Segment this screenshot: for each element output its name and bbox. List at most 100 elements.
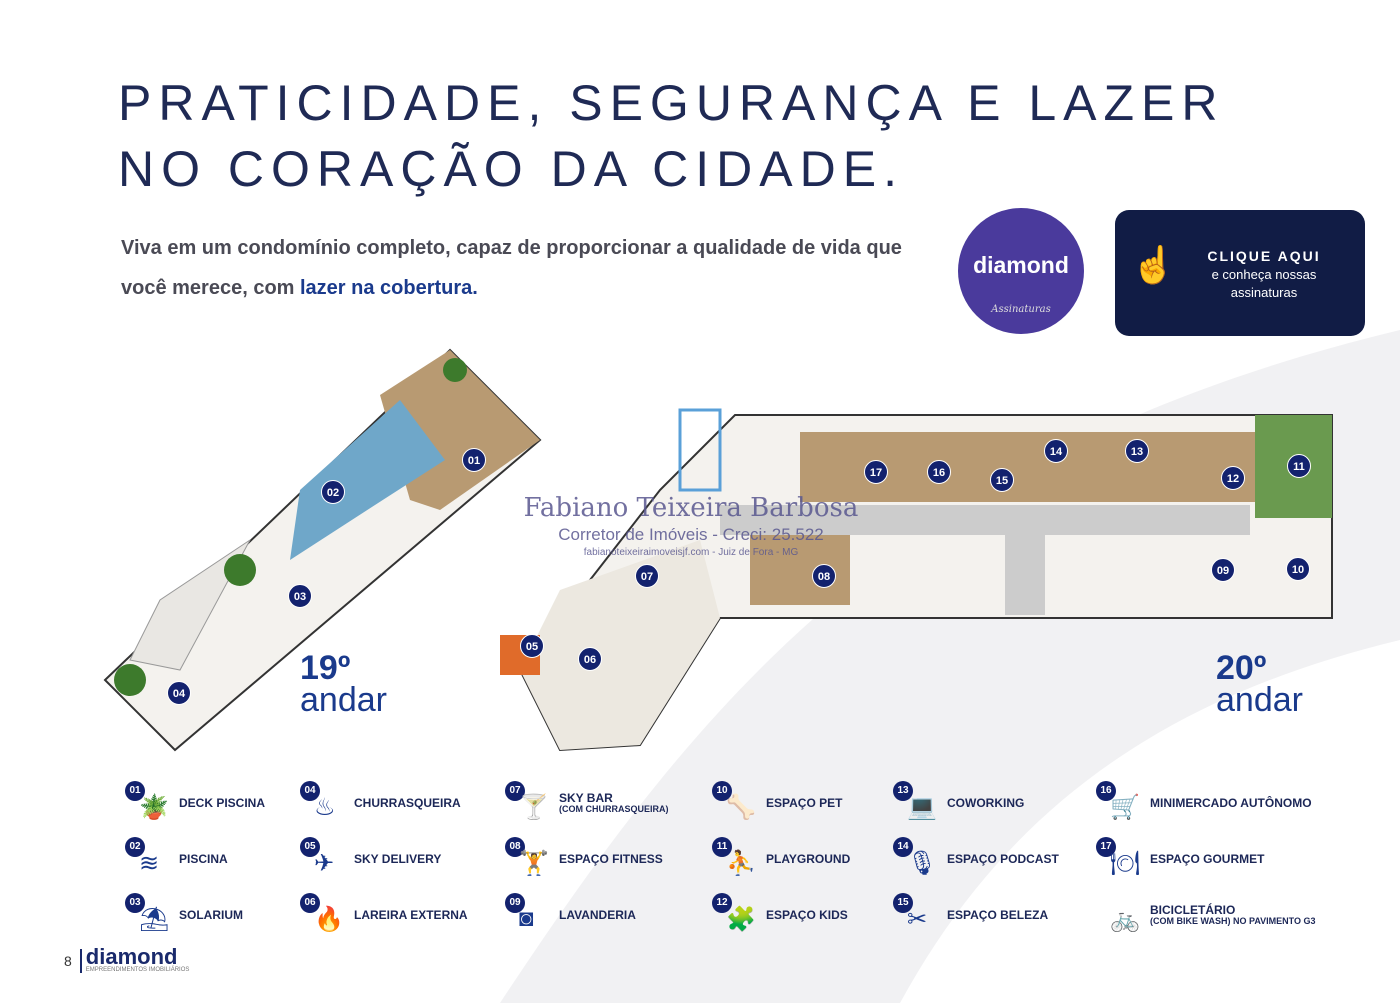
drone-icon: ✈: [314, 850, 335, 877]
legend-label: PISCINA: [179, 852, 228, 866]
legend-item: 09◙ LAVANDERIA: [505, 892, 636, 938]
legend-item: 04♨ CHURRASQUEIRA: [300, 780, 461, 826]
watermark-name: Fabiano Teixeira Barbosa: [523, 493, 859, 523]
legend-label: BICICLETÁRIO: [1150, 903, 1236, 917]
legend-icon-wrap: 15✂: [893, 893, 939, 937]
floor-word: andar: [300, 681, 387, 719]
legend-number: 05: [300, 837, 320, 857]
legend-item: 16🛒MINIMERCADO AUTÔNOMO: [1096, 780, 1312, 826]
click-here-button[interactable]: ☝ CLIQUE AQUI e conheça nossas assinatur…: [1115, 210, 1365, 336]
floor-plans: 01 02 03 04 05 06 07 08 09 10 11 12 13 1…: [0, 340, 1400, 760]
legend-text: ESPAÇO KIDS: [766, 909, 848, 921]
legend-text: LAREIRA EXTERNA: [354, 909, 468, 921]
legend-label: DECK PISCINA: [179, 796, 266, 810]
dumbbell-icon: 🏋: [519, 850, 549, 877]
legend-item: 11⛹ PLAYGROUND: [712, 836, 850, 882]
plan-badge-06: 06: [578, 647, 602, 671]
legend-label: ESPAÇO GOURMET: [1150, 852, 1265, 866]
pool-ladder-icon: ≋: [139, 850, 160, 877]
legend-number: 15: [893, 893, 913, 913]
legend-icon-wrap: 01🪴: [125, 781, 171, 825]
plant-icon: 🪴: [139, 794, 169, 821]
intro-text: Viva em um condomínio completo, capaz de…: [121, 228, 921, 308]
legend-icon-wrap: 16🛒: [1096, 781, 1142, 825]
legend-sublabel: (COM BIKE WASH) NO PAVIMENTO G3: [1150, 916, 1316, 926]
legend-icon-wrap: 11⛹: [712, 837, 758, 881]
legend-icon-wrap: 13💻: [893, 781, 939, 825]
legend-number: 03: [125, 893, 145, 913]
plan-badge-05: 05: [520, 634, 544, 658]
diamond-assinaturas-logo[interactable]: diamond Assinaturas: [958, 208, 1084, 334]
legend-sublabel: (COM CHURRASQUEIRA): [559, 804, 669, 814]
legend-text: PISCINA: [179, 853, 228, 865]
footer-tagline: EMPREENDIMENTOS IMOBILIÁRIOS: [85, 967, 190, 973]
legend-text: SKY BAR(COM CHURRASQUEIRA): [559, 792, 669, 814]
legend-number: 06: [300, 893, 320, 913]
desk-icon: 💻: [907, 794, 937, 821]
legend-label: ESPAÇO FITNESS: [559, 852, 663, 866]
legend-number: 09: [505, 893, 525, 913]
plan-badge-17: 17: [864, 460, 888, 484]
hand-pointer-icon: ☝: [1131, 244, 1176, 285]
legend-text: PLAYGROUND: [766, 853, 850, 865]
legend-label: LAREIRA EXTERNA: [354, 908, 468, 922]
legend-icon-wrap: 14🎙: [893, 837, 939, 881]
legend-item: 03⛱ SOLARIUM: [125, 892, 243, 938]
legend-text: COWORKING: [947, 797, 1024, 809]
legend-item: 🚲BICICLETÁRIO(COM BIKE WASH) NO PAVIMENT…: [1096, 892, 1316, 938]
grill-icon: ♨: [314, 794, 336, 821]
cta-title: CLIQUE AQUI: [1207, 248, 1321, 264]
legend-text: ESPAÇO BELEZA: [947, 909, 1048, 921]
legend-text: ESPAÇO PET: [766, 797, 842, 809]
legend-item: 12🧩ESPAÇO KIDS: [712, 892, 848, 938]
plan-badge-09: 09: [1211, 558, 1235, 582]
legend-text: ESPAÇO PODCAST: [947, 853, 1059, 865]
legend-item: 02≋ PISCINA: [125, 836, 228, 882]
legend-text: LAVANDERIA: [559, 909, 636, 921]
legend-number: 08: [505, 837, 525, 857]
legend-label: ESPAÇO PET: [766, 796, 843, 810]
legend-label: LAVANDERIA: [559, 908, 636, 922]
amenities-legend: 01🪴 DECK PISCINA 02≋ PISCINA 03⛱ SOLARIUM 04♨ C…: [0, 780, 1400, 940]
legend-icon-wrap: 02≋: [125, 837, 171, 881]
legend-number: 14: [893, 837, 913, 857]
legend-text: SOLARIUM: [179, 909, 243, 921]
legend-icon-wrap: 10🦴: [712, 781, 758, 825]
intro-highlight: lazer na cobertura.: [300, 277, 478, 299]
legend-number: 01: [125, 781, 145, 801]
legend-item: 15✂ ESPAÇO BELEZA: [893, 892, 1048, 938]
cart-icon: 🛒: [1110, 794, 1140, 821]
watermark-role: Corretor de Imóveis - Creci: 25.522: [558, 525, 824, 544]
legend-item: 10🦴 ESPAÇO PET: [712, 780, 842, 826]
plan-badge-12: 12: [1221, 466, 1245, 490]
realtor-watermark: Fabiano Teixeira Barbosa Corretor de Imó…: [496, 493, 886, 559]
legend-text: DECK PISCINA: [179, 797, 265, 809]
legend-label: ESPAÇO BELEZA: [947, 908, 1049, 922]
scissors-comb-icon: ✂: [907, 906, 928, 933]
washing-machine-icon: ◙: [519, 905, 534, 932]
page-number: 8: [64, 953, 72, 969]
legend-icon-wrap: 08🏋: [505, 837, 551, 881]
legend-label: SKY BAR: [559, 791, 613, 805]
page-title: PRATICIDADE, SEGURANÇA E LAZER NO CORAÇÃ…: [118, 70, 1378, 202]
floor-word: andar: [1216, 681, 1303, 719]
legend-item: 01🪴 DECK PISCINA: [125, 780, 265, 826]
legend-label: PLAYGROUND: [766, 852, 851, 866]
microphone-icon: 🎙: [907, 850, 938, 877]
legend-text: CHURRASQUEIRA: [354, 797, 461, 809]
legend-text: ESPAÇO GOURMET: [1150, 853, 1264, 865]
legend-icon-wrap: 09◙: [505, 893, 551, 937]
plan-badge-15: 15: [990, 468, 1014, 492]
legend-label: ESPAÇO KIDS: [766, 908, 848, 922]
legend-item: 07🍸SKY BAR(COM CHURRASQUEIRA): [505, 780, 669, 826]
intro-body: Viva em um condomínio completo, capaz de…: [121, 237, 902, 299]
legend-number: 17: [1096, 837, 1116, 857]
legend-icon-wrap: 04♨: [300, 781, 346, 825]
legend-number: 02: [125, 837, 145, 857]
umbrella-table-icon: ⛱: [139, 906, 170, 933]
legend-label: SKY DELIVERY: [354, 852, 442, 866]
logo-bar: [79, 949, 82, 973]
